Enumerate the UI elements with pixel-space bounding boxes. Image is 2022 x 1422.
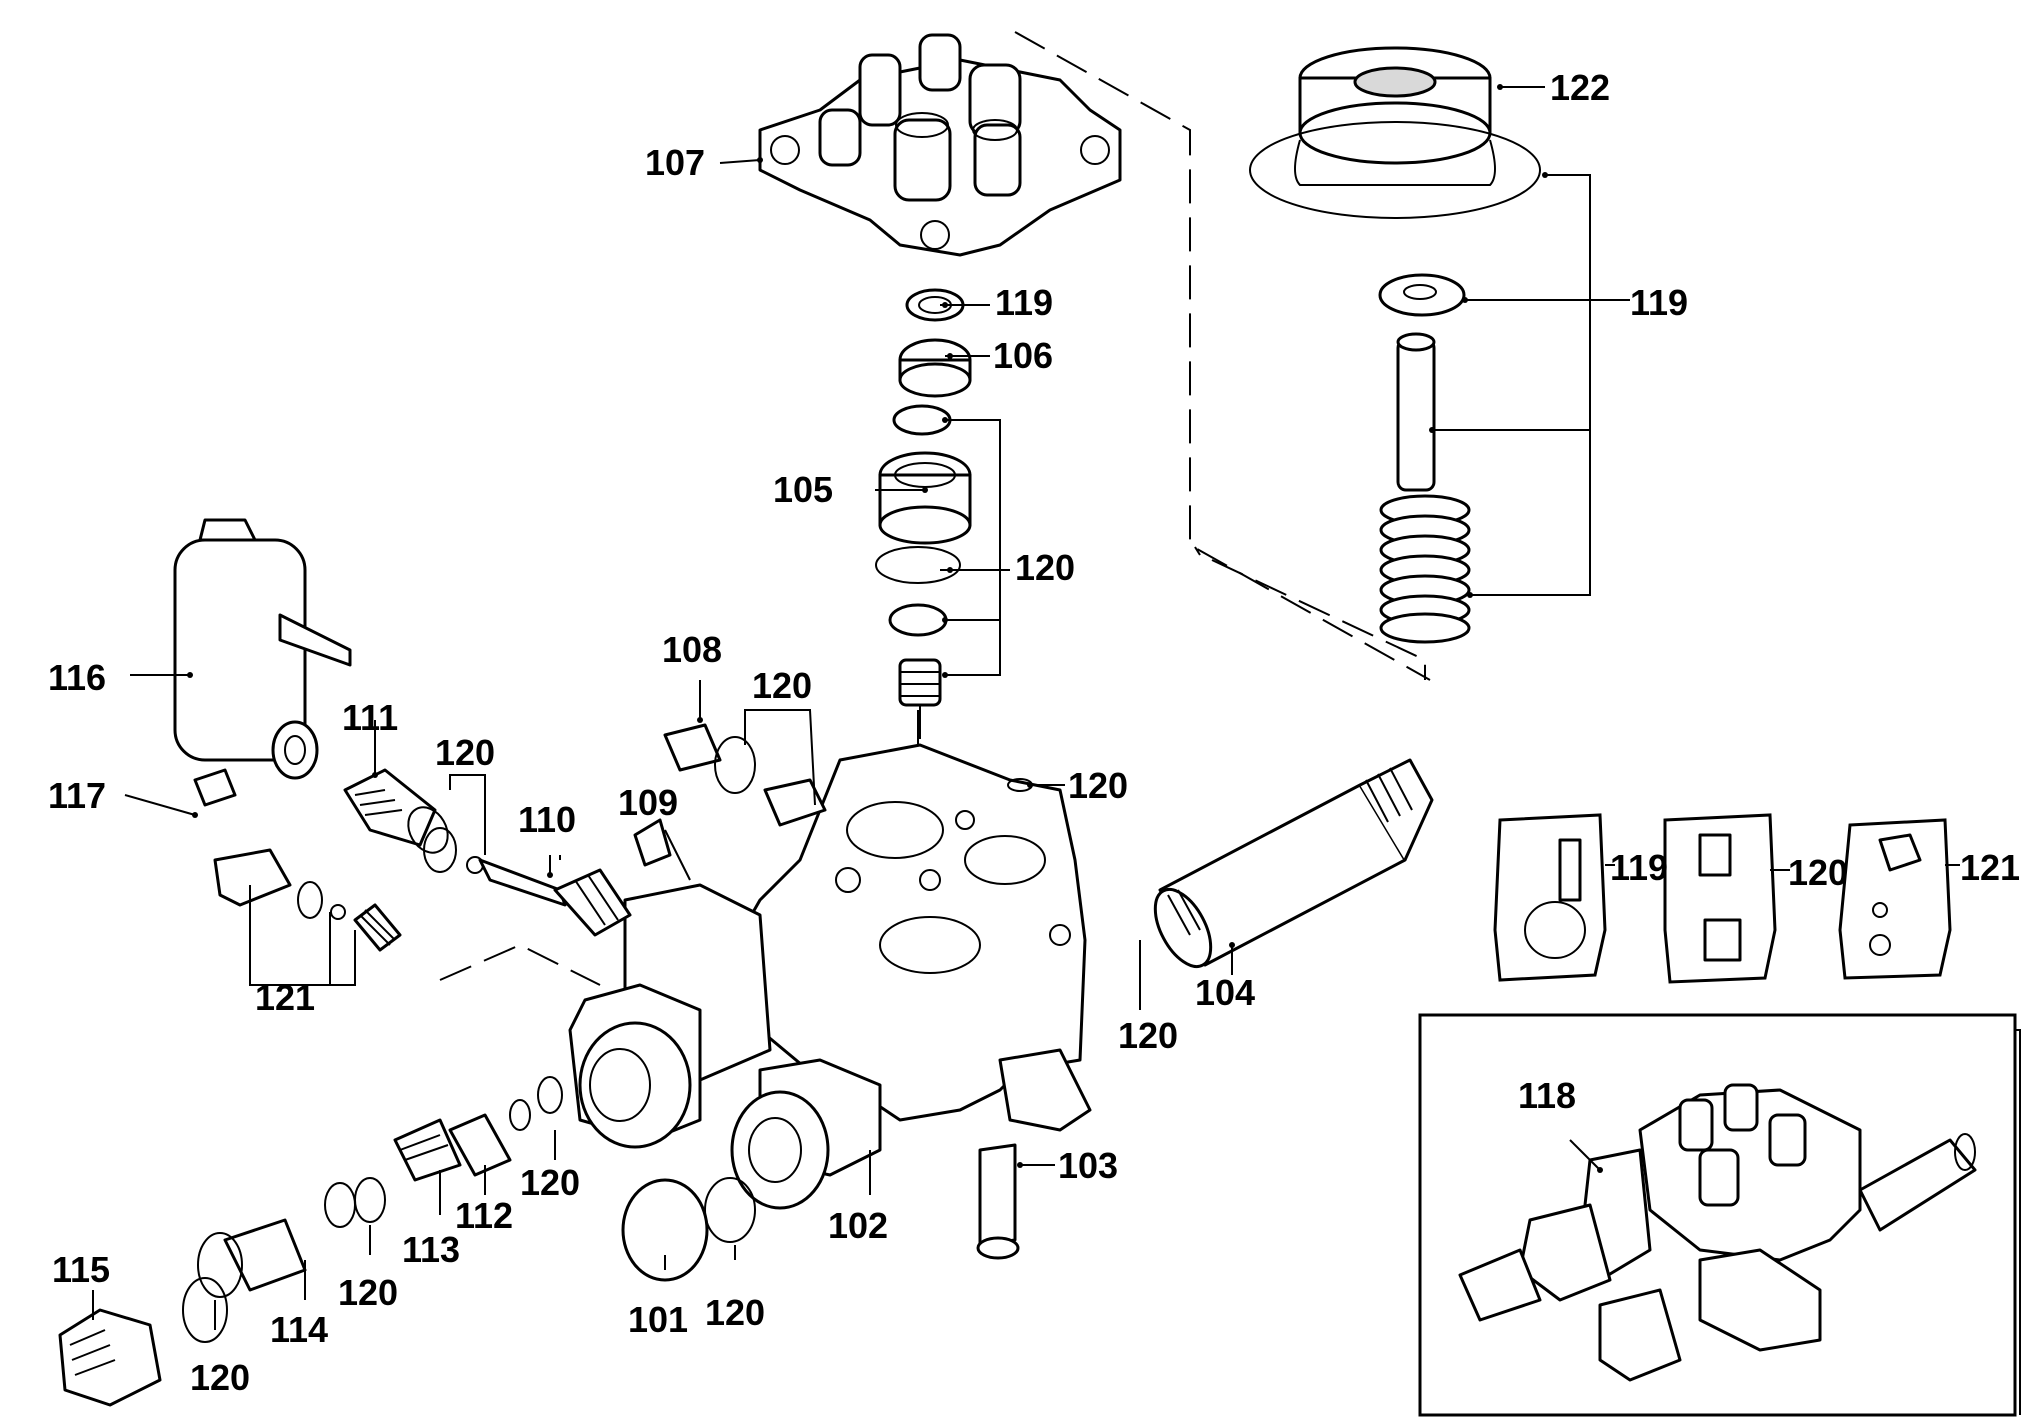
label-107: 107 [645, 142, 705, 183]
label-119-kit: 119 [1610, 847, 1668, 888]
label-120-small: 120 [1068, 765, 1128, 806]
label-120-check: 120 [752, 665, 812, 706]
label-120-unload: 120 [520, 1162, 580, 1203]
label-110: 110 [518, 799, 576, 840]
label-120-b1: 120 [190, 1357, 250, 1398]
label-112: 112 [455, 1195, 513, 1236]
label-120-pipe: 120 [1118, 1015, 1178, 1056]
label-113: 113 [402, 1229, 460, 1270]
spring-right [1379, 494, 1471, 644]
label-120-valve: 120 [338, 1272, 398, 1313]
pipe-104 [1153, 758, 1434, 968]
label-102: 102 [828, 1205, 888, 1246]
label-101: 101 [628, 1299, 688, 1340]
label-119-right: 119 [1630, 282, 1688, 323]
label-120-b2: 120 [705, 1292, 765, 1333]
label-111: 111 [342, 697, 398, 738]
label-120-kit: 120 [1788, 852, 1848, 893]
label-103: 103 [1058, 1145, 1118, 1186]
label-108: 108 [662, 629, 722, 670]
label-120-mid: 120 [435, 732, 495, 773]
unloader-assembly [1249, 46, 1541, 644]
label-122: 122 [1550, 67, 1610, 108]
label-116: 116 [48, 657, 106, 698]
kit-bag-120 [1663, 813, 1777, 984]
label-105: 105 [773, 469, 833, 510]
part-labels: 107 119 106 105 120 122 119 116 117 111 … [48, 67, 2020, 1398]
label-119-top: 119 [995, 282, 1053, 323]
label-120-stack: 120 [1015, 547, 1075, 588]
label-121-kit: 121 [1960, 847, 2020, 888]
pump-body-102 [568, 743, 1092, 1210]
label-114: 114 [270, 1309, 328, 1350]
label-121: 121 [255, 977, 315, 1018]
pump-head-107 [758, 33, 1122, 257]
inset-118 [1418, 1013, 2021, 1417]
label-104: 104 [1195, 972, 1255, 1013]
kit-bag-121 [1838, 818, 1952, 980]
leaders [92, 84, 1960, 1330]
label-118: 118 [1518, 1075, 1576, 1116]
cover-116 [173, 518, 352, 807]
label-117: 117 [48, 775, 106, 816]
left-valve-parts [213, 723, 1033, 952]
label-109: 109 [618, 782, 678, 823]
kit-bag-119 [1493, 813, 1607, 982]
label-106: 106 [993, 335, 1053, 376]
label-115: 115 [52, 1249, 110, 1290]
